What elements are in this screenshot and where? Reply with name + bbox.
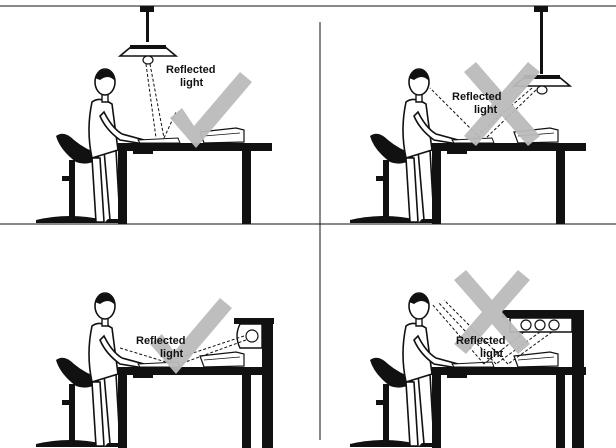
reflected-light-label-line2: light	[160, 348, 184, 360]
reflected-light-label-line1: Reflected	[166, 64, 216, 76]
panel-top-left: Reflected light	[36, 6, 272, 224]
panel-bottom-left: Reflected light	[36, 293, 274, 448]
reflected-light-label-line1: Reflected	[136, 335, 186, 347]
panel-top-right: Reflected light	[350, 6, 586, 224]
desk	[432, 352, 586, 448]
desk	[118, 352, 272, 448]
desk	[432, 128, 586, 224]
reflected-light-label-line1: Reflected	[452, 91, 502, 103]
reflected-light-label-line1: Reflected	[456, 335, 506, 347]
panel-bottom-right: Reflected light	[350, 270, 586, 448]
reflected-light-label-line2: light	[474, 104, 498, 116]
reflected-light-label-line2: light	[180, 77, 204, 89]
ceiling-lamp	[120, 6, 176, 64]
side-lamp-shelf	[234, 318, 274, 448]
reflected-light-label-line2: light	[480, 348, 504, 360]
